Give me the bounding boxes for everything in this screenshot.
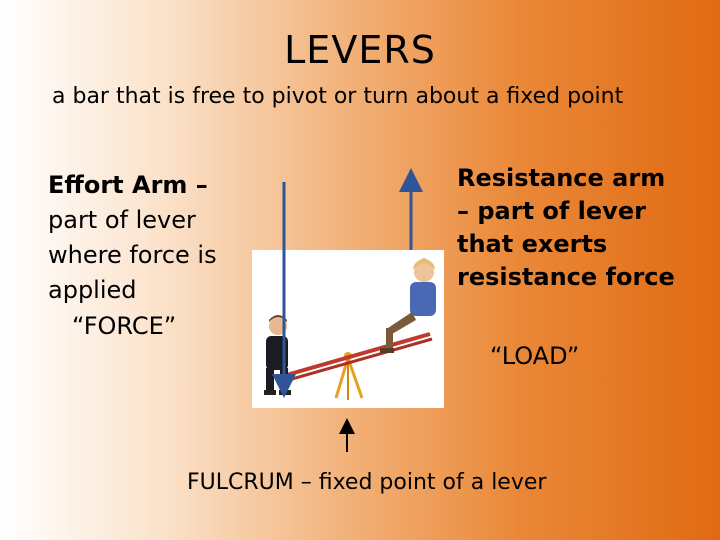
effort-arm-term: Effort Arm – (48, 171, 208, 199)
resistance-arm-text: Resistance arm – part of lever that exer… (457, 162, 677, 294)
resistance-arm-definition: – part of lever that exerts resistance f… (457, 197, 675, 291)
resistance-arm-term: Resistance arm (457, 164, 666, 192)
force-label: “FORCE” (72, 312, 177, 340)
slide-title: LEVERS (284, 28, 436, 72)
seesaw-illustration (264, 258, 436, 400)
effort-arm-text: Effort Arm – part of lever where force i… (48, 168, 248, 308)
seesaw-photo (252, 250, 444, 408)
child-right (380, 258, 436, 353)
fulcrum-label: FULCRUM – fixed point of a lever (187, 470, 547, 495)
load-label: “LOAD” (490, 342, 580, 370)
child-left (264, 315, 291, 395)
seesaw-bar (275, 332, 433, 385)
effort-arm-definition: part of lever where force is applied (48, 206, 217, 304)
slide-subtitle: a bar that is free to pivot or turn abou… (52, 84, 624, 109)
